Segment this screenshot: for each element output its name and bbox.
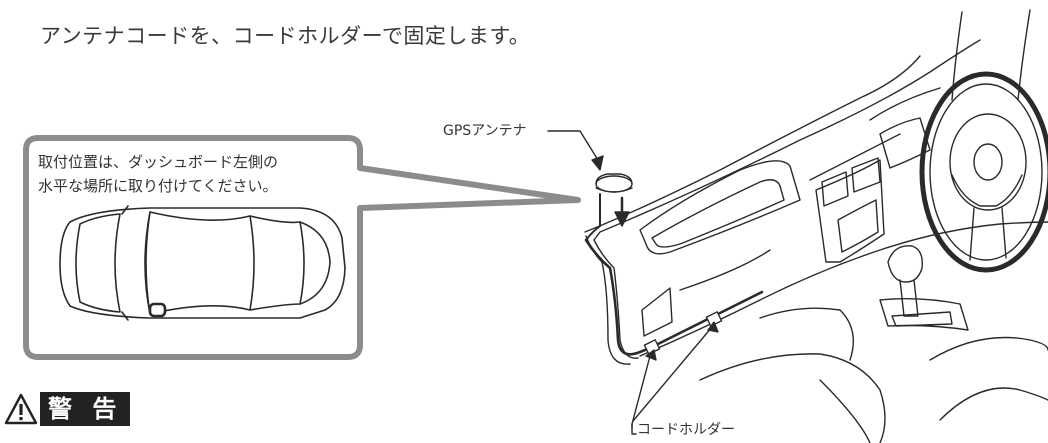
gps-arrow-icon (591, 155, 604, 171)
callout-line-2: 水平な場所に取り付けてください。 (38, 177, 278, 195)
antenna-cord (584, 238, 764, 356)
car-top-view (59, 205, 346, 321)
gps-antenna-drawing (585, 173, 633, 241)
antenna-mark (148, 302, 167, 318)
gps-antenna-label: GPSアンテナ (443, 123, 527, 139)
cord-holder-2 (705, 311, 723, 327)
warning-title: 警 告 (40, 392, 131, 426)
callout-text: 取付位置は、ダッシュボード左側の 水平な場所に取り付けてください。 (38, 150, 278, 198)
cord-holder-label: コードホルダー (637, 422, 735, 438)
holder-leader (631, 355, 651, 429)
dashboard-drawing (584, 9, 1048, 443)
warning-triangle-icon (4, 393, 38, 425)
warning-heading: 警 告 (4, 392, 131, 426)
gps-leader (547, 130, 599, 161)
callout-line-1: 取付位置は、ダッシュボード左側の (38, 153, 279, 171)
instruction-text: アンテナコードを、コードホルダーで固定します。 (40, 24, 531, 48)
down-arrow-icon (614, 196, 630, 227)
